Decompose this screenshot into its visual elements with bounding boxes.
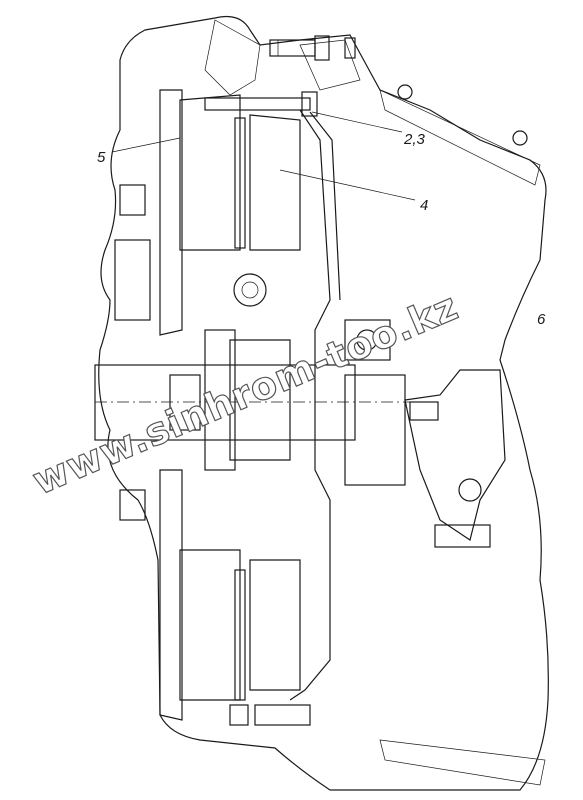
pressure-plate-upper — [179, 94, 301, 251]
flywheel-housing — [98, 15, 549, 791]
input-shaft — [94, 364, 420, 441]
watermark: www.sinhrom-too.kz — [26, 284, 464, 503]
release-fork — [404, 369, 506, 548]
leader-lines — [111, 111, 416, 201]
callout-6: 6 — [537, 311, 546, 328]
driven-disc-hub — [204, 273, 291, 471]
callout-4: 4 — [420, 197, 428, 214]
pressure-plate-bolt — [204, 91, 318, 117]
clutch-cover — [289, 109, 341, 701]
top-bolt — [269, 35, 356, 61]
lower-bolt — [229, 704, 311, 726]
flywheel — [159, 89, 183, 721]
bracket-bolt-upper — [397, 84, 528, 146]
pilot-bearing — [114, 184, 151, 521]
callout-5: 5 — [97, 149, 106, 166]
release-bearing — [344, 319, 406, 486]
pressure-plate-lower — [179, 549, 301, 701]
callout-2-3: 2,3 — [403, 131, 426, 148]
